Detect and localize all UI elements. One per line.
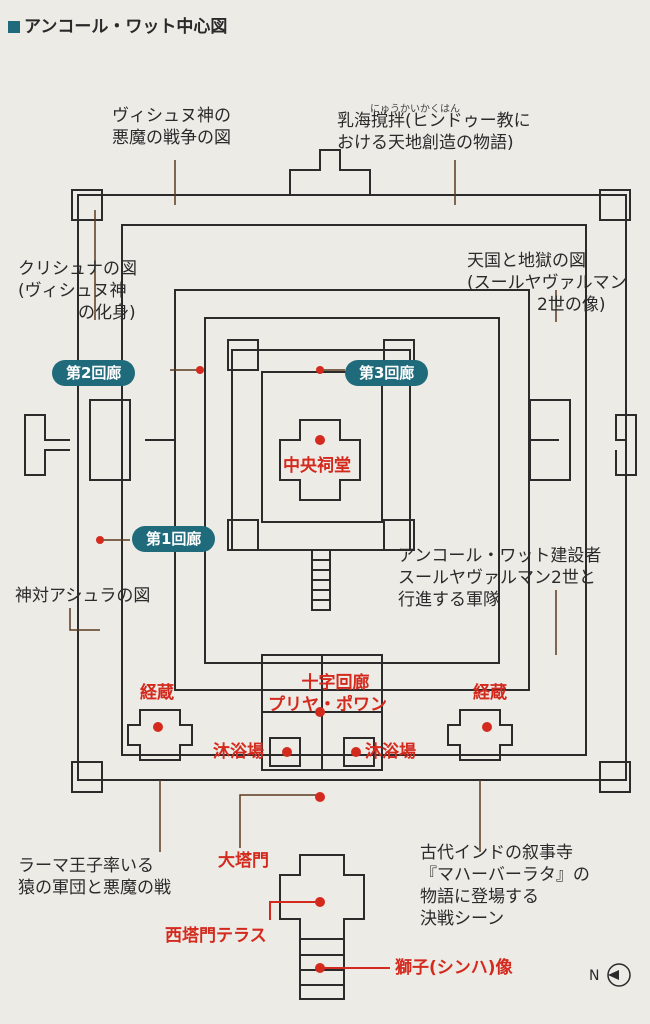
- label-mahabharata: 古代インドの叙事寺『マハーバーラタ』の物語に登場する決戦シーン: [420, 843, 590, 929]
- label-vishnu-war: ヴィシュヌ神の悪魔の戦争の図: [112, 106, 231, 148]
- label-lion: 獅子(シンハ)像: [395, 958, 513, 978]
- compass-label: N: [589, 968, 599, 984]
- label-library-left: 経蔵: [140, 683, 174, 703]
- library-right: [447, 709, 513, 761]
- label-churning-ruby: にゅうかいかくはん: [370, 104, 460, 115]
- label-central: 中央祠堂: [283, 456, 351, 476]
- gallery2-inner: [204, 317, 500, 664]
- gallery1-outer: [77, 194, 627, 781]
- west-gate-terrace: [279, 854, 365, 940]
- label-west-gate-terrace: 西塔門テラス: [165, 926, 267, 946]
- library-left: [127, 709, 193, 761]
- label-rama: ラーマ王子率いる猿の軍団と悪魔の戦: [18, 856, 171, 898]
- central-sanctuary: [279, 419, 361, 501]
- pill-gallery1: 第1回廊: [132, 526, 216, 552]
- label-builder: アンコール・ワット建設者スールヤヴァルマン2世と行進する軍隊: [398, 546, 602, 610]
- left-gate: [24, 414, 70, 476]
- label-krishna: クリシュナの図(ヴィシュヌ神の化身): [18, 259, 137, 323]
- pill-gallery3: 第3回廊: [345, 360, 429, 386]
- label-library-right: 経蔵: [473, 683, 507, 703]
- compass: N: [589, 962, 634, 992]
- pill-gallery2: 第2回廊: [52, 360, 136, 386]
- right-gate: [615, 414, 637, 476]
- label-bath-left: 沐浴場: [213, 742, 264, 762]
- compass-icon: N: [589, 963, 631, 987]
- label-bath-right: 沐浴場: [365, 742, 416, 762]
- label-cruciform: 十字回廊プリヤ・ポワン: [268, 673, 387, 715]
- map-title: アンコール・ワット中心図: [8, 12, 227, 37]
- label-churning: 乳海撹拌(ヒンドゥー教における天地創造の物語): [337, 111, 531, 153]
- label-asura: 神対アシュラの図: [15, 586, 151, 606]
- gallery2-outer: [174, 289, 530, 691]
- top-gate: [289, 149, 371, 195]
- label-great-gate: 大塔門: [218, 851, 269, 871]
